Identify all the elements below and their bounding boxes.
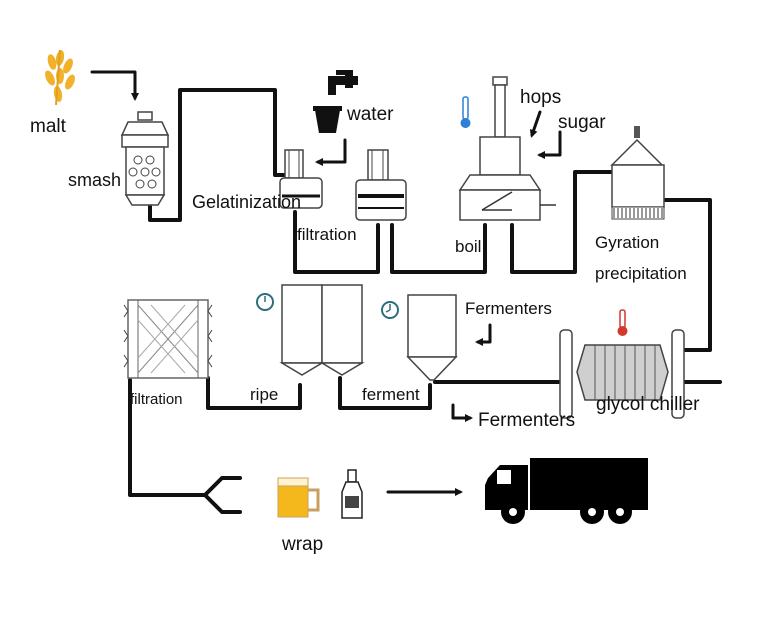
pipe-network xyxy=(128,88,722,514)
filter-press xyxy=(123,299,213,379)
boil-kettle xyxy=(458,76,556,221)
arrow-water-down xyxy=(315,138,347,166)
arrow-fermenters-top xyxy=(475,323,492,346)
gelatinization-vessel xyxy=(279,149,323,209)
pipe-gyration-to-chiller xyxy=(663,198,712,352)
pipe-filtration-to-boil xyxy=(390,223,487,274)
thermometer-icon xyxy=(460,96,471,128)
arrow-hops-down xyxy=(529,110,542,138)
label-precipitation: precipitation xyxy=(595,264,687,283)
label-gyration: Gyration xyxy=(595,233,659,252)
label-filtration-top: filtration xyxy=(297,225,357,244)
pipe-boil-to-gyration xyxy=(510,170,614,274)
label-boil: boil xyxy=(455,237,481,256)
ripe-tanks xyxy=(279,284,365,376)
arrow-fermenters-bottom xyxy=(451,403,473,422)
beer-mug-icon xyxy=(277,477,320,518)
label-wrap: wrap xyxy=(281,534,323,555)
fermenter-tank xyxy=(406,294,458,381)
arrow-sugar-down xyxy=(537,130,562,159)
pipe-smash-to-gelatinization xyxy=(148,88,287,222)
label-smash: smash xyxy=(68,170,121,190)
gyration-tank xyxy=(610,126,665,220)
label-sugar: sugar xyxy=(558,112,606,133)
filtration-vessel xyxy=(355,149,407,221)
label-filtration-left: filtration xyxy=(130,391,183,408)
thermometer-red-icon xyxy=(617,309,628,336)
bottle-icon xyxy=(341,469,363,519)
label-malt: malt xyxy=(30,116,67,137)
pipe-gelatinization-to-filtration xyxy=(293,210,380,274)
label-ripe: ripe xyxy=(250,385,278,404)
label-ferment: ferment xyxy=(362,385,420,404)
label-hops: hops xyxy=(520,87,561,108)
malt-icon xyxy=(45,49,75,106)
smash-vessel xyxy=(120,111,170,206)
pipe-fermenter-to-ripe xyxy=(338,376,432,410)
clock-icon xyxy=(256,293,274,311)
label-fermenters-top: Fermenters xyxy=(465,299,552,318)
label-gelatinization: Gelatinization xyxy=(192,192,301,212)
truck-icon xyxy=(485,458,648,524)
glycol-chiller xyxy=(559,329,685,419)
bucket-icon xyxy=(313,106,342,133)
clock-icon-2 xyxy=(381,301,399,319)
label-water: water xyxy=(346,104,394,125)
pipe-filtration-to-wrap xyxy=(128,378,242,514)
pipe-ripe-to-filtration xyxy=(206,376,302,410)
flow-arrows xyxy=(90,70,562,496)
water-tap-icon xyxy=(328,70,358,95)
label-glycol-chiller: glycol chiller xyxy=(596,394,700,415)
arrow-malt-to-smash xyxy=(90,70,139,101)
label-fermenters-bottom: Fermenters xyxy=(478,410,575,431)
